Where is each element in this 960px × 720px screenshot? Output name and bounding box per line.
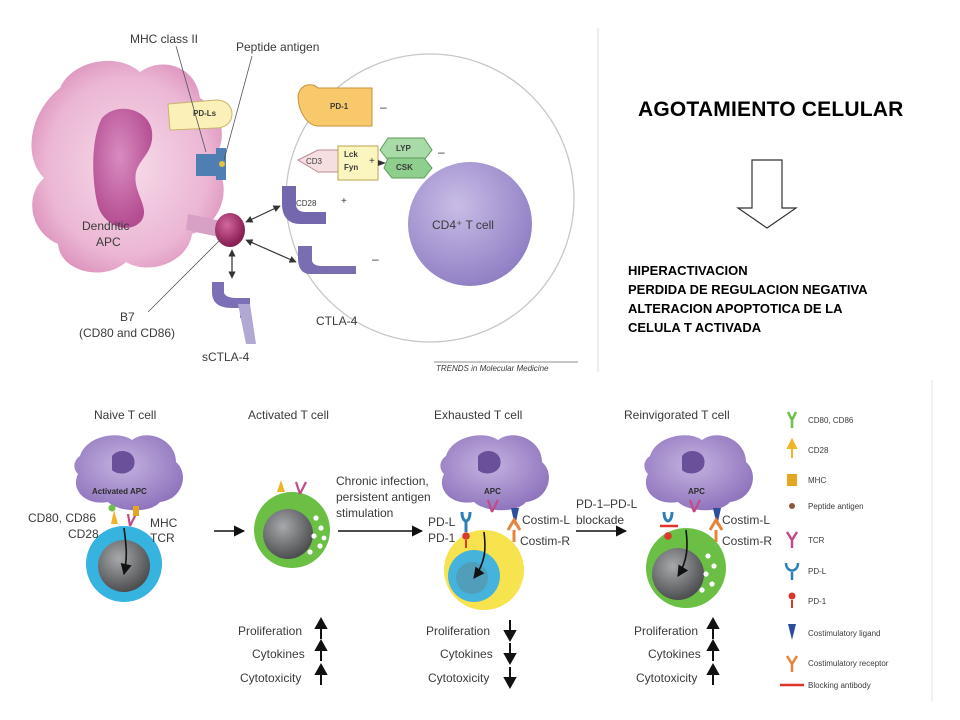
peptide-antigen-label: Peptide antigen	[236, 40, 320, 54]
b7-label: B7	[120, 310, 135, 324]
stage-naive: Naive T cell	[94, 408, 157, 422]
csk-molecule	[383, 157, 433, 179]
csk-label: CSK	[396, 163, 413, 172]
legend-icons	[780, 411, 804, 687]
exhausted-costim-r-label: Costim-R	[520, 534, 570, 548]
activated-function-arrows	[314, 616, 328, 685]
naive-cd28-label: CD28	[68, 527, 99, 541]
lck-fyn-box	[337, 145, 379, 181]
legend-tcr: TCR	[808, 536, 825, 545]
legend-peptide-antigen: Peptide antigen	[808, 502, 864, 511]
pd-1-icon	[788, 592, 796, 608]
cd28-label: CD28	[296, 199, 317, 208]
cd28-icon	[786, 437, 798, 458]
b7-cd80-cd86-label: (CD80 and CD86)	[79, 326, 176, 340]
cd4-t-cell-nucleus	[408, 162, 532, 286]
legend-mhc: MHC	[808, 476, 827, 485]
activated-cytokines: Cytokines	[252, 647, 305, 661]
legend-costim-receptor: Costimulatory receptor	[808, 659, 889, 668]
lyp-label: LYP	[396, 144, 411, 153]
peptide-antigen-dot	[219, 161, 225, 167]
reinvig-apc-label: APC	[688, 487, 705, 496]
exhausted-apc	[440, 435, 549, 511]
cd28-plus: +	[341, 196, 347, 207]
legend-costim-ligand: Costimulatory ligand	[808, 629, 881, 638]
csk-minus: –	[438, 145, 445, 159]
tcr-icon	[785, 531, 799, 548]
reinvig-costim-l-label: Costim-L	[722, 513, 771, 527]
pd-l-icon	[784, 562, 800, 580]
exhausted-cytotoxicity: Cytotoxicity	[428, 671, 490, 685]
activated-cytotoxicity: Cytotoxicity	[240, 671, 302, 685]
pd-ls-molecule	[167, 99, 233, 131]
exhausted-costim-l-label: Costim-L	[522, 513, 571, 527]
transition2-line1: PD-1–PD-L	[576, 497, 638, 511]
stage-exhausted: Exhausted T cell	[434, 408, 523, 422]
legend-pd-l: PD-L	[808, 567, 827, 576]
stage-activated: Activated T cell	[248, 408, 329, 422]
reinvig-costim-r-label: Costim-R	[722, 534, 772, 548]
exhausted-cytokines: Cytokines	[440, 647, 493, 661]
reinvig-cytotoxicity: Cytotoxicity	[636, 671, 698, 685]
mhc-class-ii-label: MHC class II	[130, 32, 199, 46]
legend-cd80-cd86: CD80, CD86	[808, 416, 854, 425]
legend-pd-1: PD-1	[808, 597, 827, 606]
legend-blocking-antibody: Blocking antibody	[808, 681, 871, 690]
mhc-icon	[787, 474, 797, 486]
exhausted-function-arrows	[503, 620, 517, 690]
slide-title: AGOTAMIENTO CELULAR	[638, 98, 904, 121]
stage-reinvigorated: Reinvigorated T cell	[624, 408, 730, 422]
transition2-line2: blockade	[576, 513, 625, 527]
exhausted-pd-l-label: PD-L	[428, 515, 456, 529]
reinvigorated-apc	[644, 435, 753, 511]
ctla-4-minus: –	[372, 252, 379, 266]
description-line-4: CELULA T ACTIVADA	[628, 320, 762, 335]
transition1-line3: stimulation	[336, 506, 394, 520]
cd4-t-cell-label: CD4⁺ T cell	[432, 218, 494, 232]
apc-nucleus	[93, 108, 153, 228]
dendritic-label: Dendritic	[82, 219, 130, 233]
down-arrow-icon	[736, 159, 798, 229]
fyn-label: Fyn	[344, 163, 359, 172]
ctla-4-molecule	[298, 246, 356, 274]
naive-apc-label: Activated APC	[92, 487, 147, 496]
lck-label: Lck	[344, 150, 358, 159]
lck-plus: +	[369, 156, 375, 167]
naive-mhc-label: MHC	[150, 516, 178, 530]
transition1-line1: Chronic infection,	[336, 474, 429, 488]
reinvig-cytokines: Cytokines	[648, 647, 701, 661]
naive-tcr-label: TCR	[150, 531, 175, 545]
cd28-molecule	[282, 186, 326, 224]
exhausted-apc-label: APC	[484, 487, 501, 496]
reinvigorated-function-arrows	[706, 616, 720, 685]
pd-1-minus: –	[380, 100, 387, 114]
source-caption: TRENDS in Molecular Medicine	[436, 364, 549, 373]
transition1-line2: persistent antigen	[336, 490, 431, 504]
exhausted-proliferation: Proliferation	[426, 624, 491, 638]
description-line-2: PERDIDA DE REGULACION NEGATIVA	[628, 282, 868, 297]
peptide-antigen-icon	[789, 503, 795, 509]
legend-cd28: CD28	[808, 446, 829, 455]
mhc-class-ii-molecule	[196, 154, 218, 176]
naive-cd80-cd86-label: CD80, CD86	[28, 511, 97, 525]
description-line-1: HIPERACTIVACION	[628, 263, 748, 278]
costimulatory-receptor-icon	[785, 655, 799, 672]
naive-activated-apc	[74, 435, 183, 511]
pd-ls-label: PD-Ls	[193, 109, 217, 118]
pd-1-label: PD-1	[330, 102, 349, 111]
exhausted-pd-1-label: PD-1	[428, 531, 456, 545]
sctla-4-label: sCTLA-4	[202, 350, 250, 364]
cd80-cd86-icon	[786, 411, 798, 428]
cd3-label: CD3	[306, 157, 323, 166]
activated-proliferation: Proliferation	[238, 624, 303, 638]
ctla-4-label: CTLA-4	[316, 314, 358, 328]
apc-label: APC	[96, 235, 121, 249]
description-line-3: ALTERACION APOPTOTICA DE LA	[628, 301, 843, 316]
reinvig-proliferation: Proliferation	[634, 624, 699, 638]
costimulatory-ligand-icon	[788, 624, 796, 640]
pd-1-molecule	[297, 84, 373, 127]
